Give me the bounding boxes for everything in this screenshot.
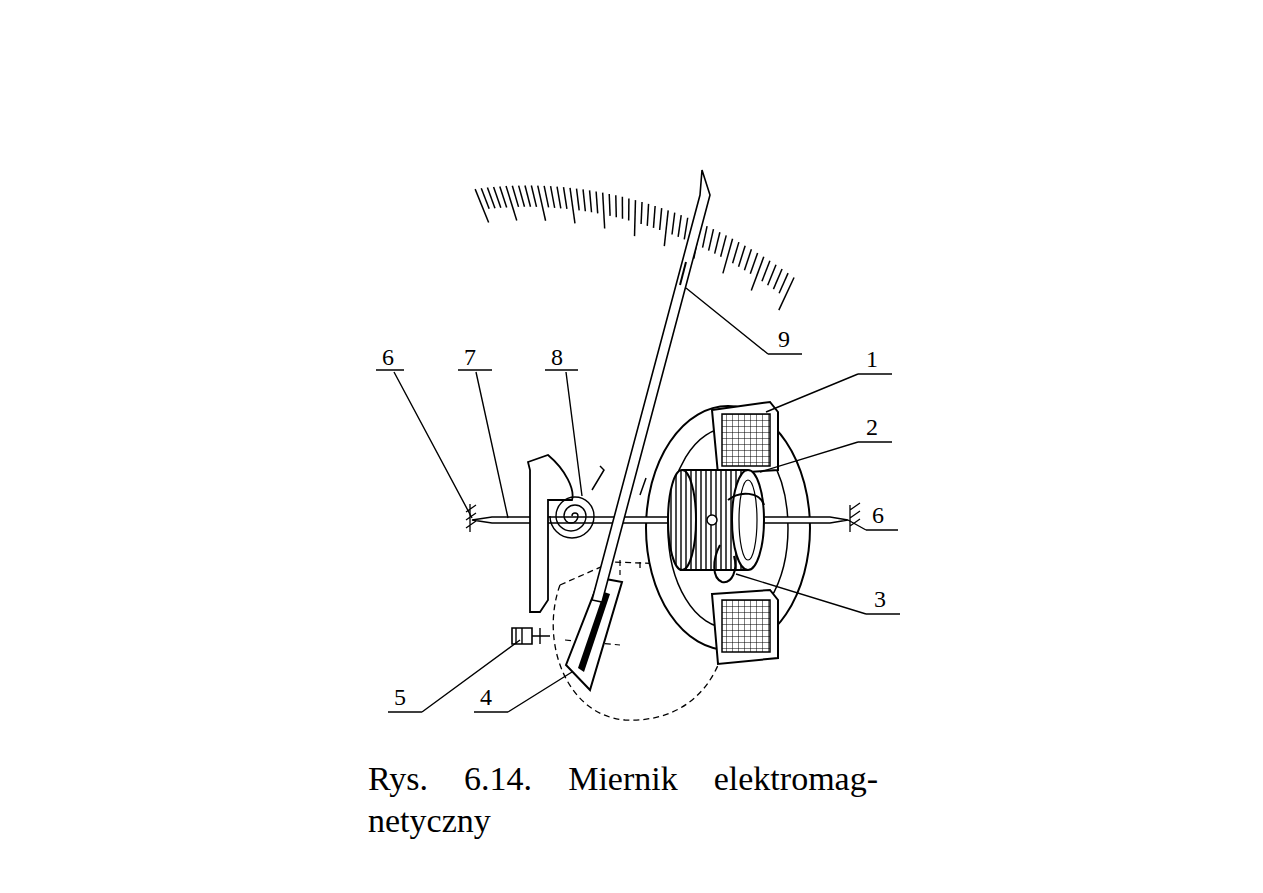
scale-tick bbox=[615, 195, 617, 217]
spring-anchor bbox=[592, 466, 646, 495]
callout-number: 2 bbox=[866, 414, 878, 440]
callout-number: 3 bbox=[874, 586, 886, 612]
scale-tick bbox=[608, 194, 610, 216]
scale-tick bbox=[564, 187, 567, 209]
callout-number: 8 bbox=[551, 344, 563, 370]
leader-lines bbox=[376, 288, 900, 712]
scale-tick bbox=[583, 189, 585, 211]
scale-tick bbox=[590, 190, 592, 212]
scale-tick bbox=[487, 188, 495, 209]
scale-tick bbox=[475, 189, 488, 222]
scale-tick bbox=[715, 232, 720, 253]
callout-number: 7 bbox=[464, 344, 476, 370]
scale-tick bbox=[744, 249, 751, 270]
scale-tick bbox=[494, 187, 501, 208]
damper-vane bbox=[578, 592, 610, 672]
scale-tick bbox=[596, 191, 598, 213]
scale-tick bbox=[531, 186, 536, 207]
scale-tick bbox=[634, 200, 636, 236]
callout-number: 5 bbox=[394, 684, 406, 710]
zero-screw bbox=[516, 628, 550, 644]
scale-tick bbox=[739, 246, 746, 267]
scale-tick bbox=[640, 202, 642, 224]
scale-tick bbox=[647, 204, 648, 226]
scale-tick bbox=[622, 197, 624, 219]
scale-tick bbox=[577, 189, 580, 211]
coil-winding bbox=[722, 414, 770, 466]
bearing bbox=[850, 503, 860, 532]
scale-tick bbox=[544, 186, 548, 208]
scale-tick bbox=[709, 229, 714, 250]
scale-tick bbox=[628, 198, 630, 220]
scale-tick bbox=[733, 242, 739, 263]
scale-tick bbox=[703, 226, 708, 248]
moving-core bbox=[668, 470, 696, 570]
scale-tick bbox=[557, 187, 561, 209]
scale-tick bbox=[653, 206, 655, 228]
figure-caption: Rys. 6.14. Miernik elektromag- netyczny bbox=[368, 758, 878, 842]
hub bbox=[707, 515, 717, 525]
scale-tick bbox=[768, 265, 776, 285]
callout-number: 4 bbox=[480, 684, 492, 710]
scale-tick bbox=[525, 186, 531, 207]
scale-tick bbox=[500, 186, 507, 207]
scale-tick bbox=[660, 208, 662, 230]
callout-number: 9 bbox=[778, 326, 790, 352]
scale-tick bbox=[664, 210, 668, 246]
scale-tick bbox=[570, 188, 575, 224]
scale-tick bbox=[751, 257, 763, 291]
scale-tick bbox=[481, 188, 489, 209]
scale-tick bbox=[773, 269, 782, 289]
scale-tick bbox=[721, 235, 727, 256]
scale-tick bbox=[750, 253, 757, 274]
fixed-core bbox=[728, 494, 764, 505]
spiral-spring bbox=[550, 497, 594, 538]
scale-tick bbox=[506, 186, 517, 220]
callout-number: 6 bbox=[872, 502, 884, 528]
bracket bbox=[528, 455, 573, 612]
callout-number: 6 bbox=[382, 344, 394, 370]
shaft bbox=[472, 517, 848, 523]
scale-tick bbox=[519, 186, 525, 207]
callout-number: 1 bbox=[866, 346, 878, 372]
scale-tick bbox=[678, 215, 681, 237]
pointer bbox=[592, 170, 710, 602]
scale-tick bbox=[779, 277, 794, 310]
scale-tick bbox=[723, 239, 733, 274]
scale-tick bbox=[551, 186, 555, 208]
moving-core bbox=[739, 480, 757, 560]
pointer bbox=[680, 262, 686, 285]
scale-tick bbox=[512, 186, 518, 207]
fixed-core bbox=[714, 545, 735, 582]
scale-tick bbox=[603, 193, 605, 229]
coil-winding bbox=[722, 600, 770, 652]
scale-tick bbox=[762, 261, 770, 282]
scale-tick bbox=[672, 213, 675, 235]
moving-core bbox=[732, 470, 764, 570]
coil-winding bbox=[712, 402, 778, 474]
coil-winding bbox=[712, 590, 778, 664]
scale-tick bbox=[684, 218, 687, 240]
scale-tick bbox=[779, 273, 788, 293]
scale-tick bbox=[538, 186, 546, 221]
scale-ticks bbox=[475, 186, 794, 311]
